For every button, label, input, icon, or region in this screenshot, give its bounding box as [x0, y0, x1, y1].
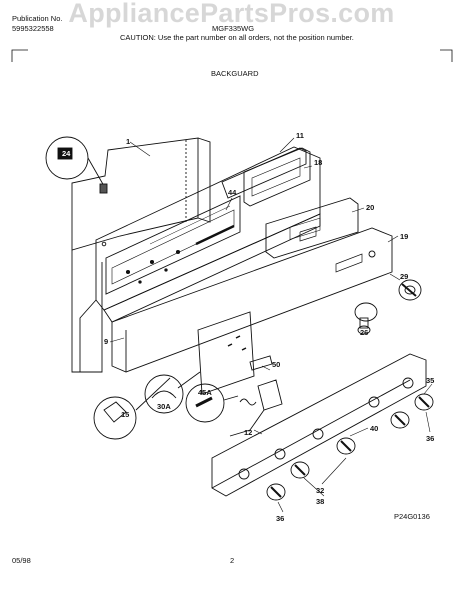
callout-20: 20 [366, 203, 375, 212]
callout-35: 35 [426, 376, 435, 385]
window-frame [243, 147, 311, 207]
footer-page-number: 2 [230, 556, 235, 565]
page-border [11, 49, 453, 62]
callout-15: 15 [121, 410, 130, 419]
callout-36-lower: 36 [276, 514, 285, 523]
caution-note: CAUTION: Use the part number on all orde… [120, 33, 354, 42]
callout-45a: 45A [198, 388, 212, 397]
callout-36: 36 [426, 434, 435, 443]
switch-assembly [229, 379, 283, 437]
control-bar [211, 353, 427, 497]
detail-circles [45, 136, 239, 440]
callout-50: 50 [272, 360, 281, 369]
front-panel [111, 227, 393, 373]
callout-24: 24 [62, 149, 71, 158]
footer-date: 05/98 [12, 556, 31, 565]
callout-12: 12 [244, 428, 253, 437]
callout-44: 44 [228, 188, 237, 197]
knobs [266, 279, 434, 501]
publication-number: 5995322558 [12, 24, 54, 33]
diagram-code: P24G0136 [394, 512, 430, 521]
control-insert [197, 311, 273, 395]
publication-label: Publication No. [12, 14, 63, 23]
watermark: AppliancePartsPros.com [68, 0, 395, 28]
callout-18: 18 [314, 158, 323, 167]
clock-board [265, 197, 359, 259]
callout-9: 9 [104, 337, 109, 346]
leader-lines [109, 137, 433, 513]
callout-26: 26 [360, 328, 369, 337]
callout-11: 11 [296, 131, 304, 140]
model-number: MGF335WG [212, 24, 255, 33]
callout-19: 19 [400, 232, 409, 241]
callout-40: 40 [370, 424, 379, 433]
callout-32: 32 [316, 486, 325, 495]
section-title: BACKGUARD [211, 69, 259, 78]
callout-1: 1 [126, 137, 131, 146]
callout-30a: 30A [157, 402, 171, 411]
callout-29: 29 [400, 272, 409, 281]
callout-38: 38 [316, 497, 325, 506]
